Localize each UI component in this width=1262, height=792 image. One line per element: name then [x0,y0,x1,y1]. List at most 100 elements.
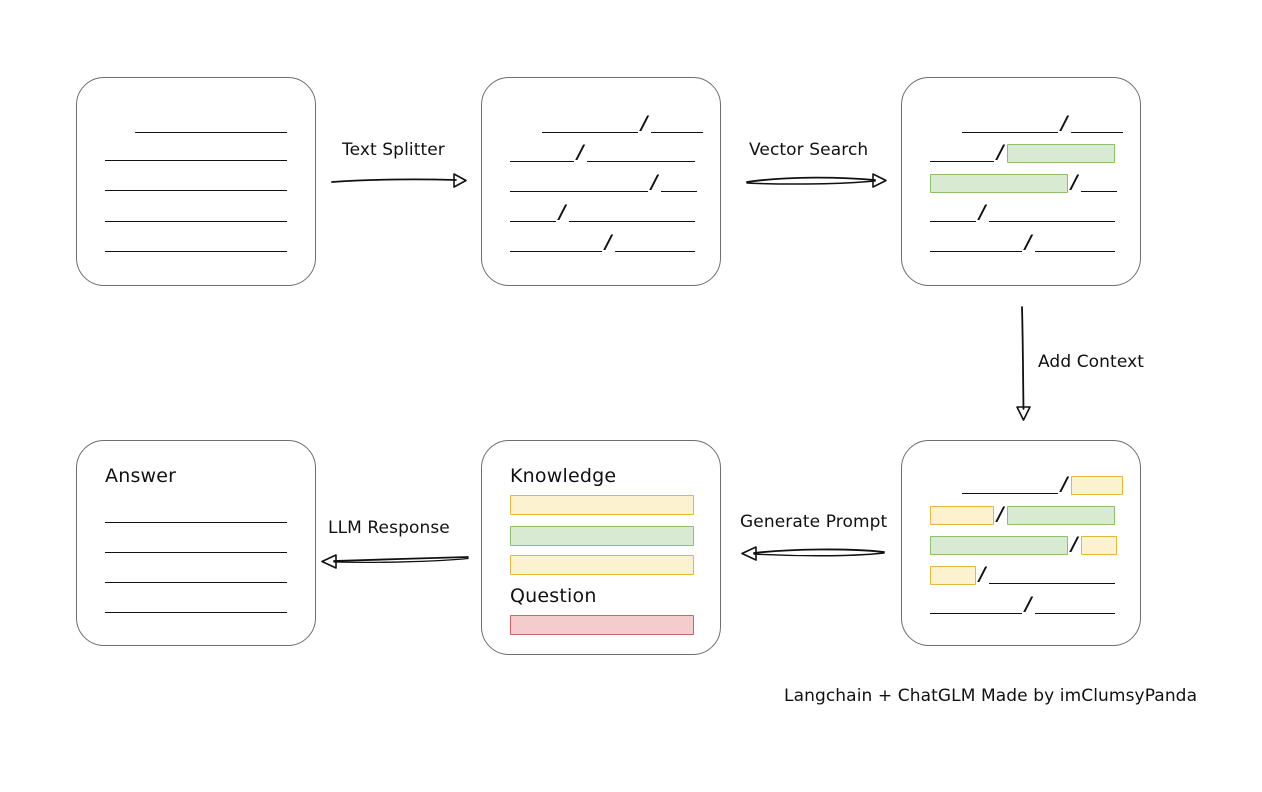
chunk-line-row: / [930,202,1115,224]
answer-line-row [105,563,287,585]
line-segment [930,232,1022,254]
line-segment [510,202,556,224]
chunk-line-row: / [962,474,1123,496]
chunk-line-row: / [930,564,1115,586]
arrow-label-add-context: Add Context [1038,352,1145,372]
line-segment [930,594,1022,616]
slash-separator: / [559,200,566,223]
chunk-line-row: / [510,232,695,254]
arrow-line-left-icon [321,554,469,569]
doc-line-row [105,171,287,193]
line-segment [105,141,287,163]
line-segment [962,474,1058,496]
line-segment [1034,232,1115,254]
slash-separator: / [1025,592,1032,615]
line-segment [105,563,287,585]
line-segment [568,202,695,224]
slash-separator: / [605,230,612,253]
slash-separator: / [641,111,648,134]
arrow-line-left-icon [741,546,885,561]
slash-separator: / [979,562,986,585]
chunk-line-row: / [510,142,695,164]
chunk-line-row: / [930,232,1115,254]
highlight-chip-green [930,173,1068,193]
arrow-label-llm-response: LLM Response [328,518,450,538]
question-heading: Question [510,585,597,607]
arrow-line-right-icon [331,173,467,188]
line-segment [962,113,1058,135]
knowledge-bar-green [510,526,694,546]
line-segment [614,232,695,254]
line-segment [1034,594,1115,616]
slash-separator: / [1071,170,1078,193]
line-segment [988,564,1115,586]
arrow-label-text-splitter: Text Splitter [342,140,445,160]
arrow-vector-search: Vector Search [745,140,891,200]
highlight-chip-yellow [930,505,994,525]
chunk-line-row: / [930,172,1117,194]
highlight-chip-yellow [930,565,976,585]
slash-separator: / [979,200,986,223]
slash-separator: / [997,140,1004,163]
knowledge-bar-yellow [510,495,694,515]
arrow-llm-response: LLM Response [320,518,470,578]
line-segment [586,142,695,164]
highlight-chip-green [1006,143,1115,163]
chunk-line-row: / [930,504,1115,526]
line-segment [105,593,287,615]
arrow-label-vector-search: Vector Search [749,140,869,160]
line-segment [542,113,638,135]
answer-heading: Answer [105,465,177,487]
answer-line-row [105,503,287,525]
line-segment [650,113,703,135]
slash-separator: / [1025,230,1032,253]
line-segment [930,202,976,224]
answer-line-row [105,593,287,615]
doc-line-row [105,141,287,163]
slash-separator: / [1061,111,1068,134]
line-segment [1070,113,1123,135]
highlight-chip-green [930,535,1068,555]
slash-separator: / [1061,472,1068,495]
arrow-line-down-icon [1016,306,1031,421]
line-segment [105,503,287,525]
chunk-line-row: / [510,202,695,224]
chunk-line-row: / [930,594,1115,616]
line-segment [105,202,287,224]
chunk-line-row: / [542,113,703,135]
card-answer[interactable]: Answer [76,440,316,646]
chunk-line-row: / [930,534,1117,556]
line-segment [105,533,287,555]
line-segment [510,232,602,254]
line-segment [988,202,1115,224]
line-segment [660,172,697,194]
card-context-chunks[interactable]: / / / / / [901,440,1141,646]
answer-line-row [105,533,287,555]
line-segment [135,113,287,135]
knowledge-heading: Knowledge [510,465,617,487]
line-segment [510,172,648,194]
chunk-line-row: / [930,142,1115,164]
slash-separator: / [651,170,658,193]
arrow-text-splitter: Text Splitter [330,140,470,200]
highlight-chip-green [1006,505,1115,525]
line-segment [105,232,287,254]
card-retrieved-chunks[interactable]: / / / / / [901,77,1141,286]
knowledge-bar-yellow [510,555,694,575]
arrow-line-right-icon [746,173,887,188]
card-source-document[interactable] [76,77,316,286]
slash-separator: / [997,502,1004,525]
question-bar-red [510,615,694,635]
chunk-line-row: / [510,172,697,194]
line-segment [510,142,574,164]
card-prompt[interactable]: Knowledge Question [481,440,721,655]
arrow-label-generate-prompt: Generate Prompt [740,512,888,532]
line-segment [105,171,287,193]
card-split-chunks[interactable]: / / / / / [481,77,721,286]
doc-line-row [135,113,287,135]
highlight-chip-yellow [1080,535,1117,555]
line-segment [1080,172,1117,194]
arrow-generate-prompt: Generate Prompt [738,512,888,572]
arrow-add-context: Add Context [1010,305,1170,425]
